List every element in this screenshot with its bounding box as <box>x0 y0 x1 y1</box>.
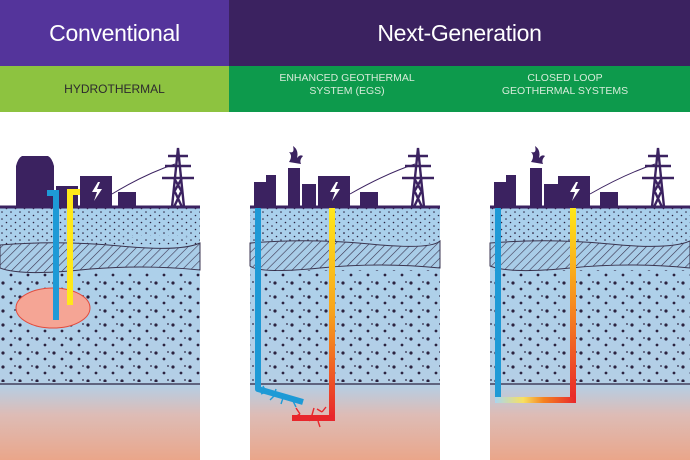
smoke-icon <box>289 146 303 164</box>
factory-icon <box>254 175 276 207</box>
next-generation-title: Next-Generation <box>377 19 542 46</box>
hydrothermal-panel <box>0 147 201 460</box>
transmission-tower-icon <box>402 147 434 208</box>
lightning-icon <box>330 182 340 201</box>
porous-rock <box>250 270 440 382</box>
smoke-icon <box>531 146 545 164</box>
fracture-network <box>260 385 327 428</box>
egs-label-line1: ENHANCED GEOTHERMAL <box>279 72 415 84</box>
injection-well <box>255 208 304 405</box>
closed-loop-pipe <box>495 208 576 403</box>
egs-label-line2: SYSTEM (EGS) <box>309 85 385 97</box>
lightning-icon <box>92 182 102 201</box>
hydrothermal-band: HYDROTHERMAL <box>0 66 229 112</box>
closed-loop-panel <box>489 146 690 460</box>
transformer-icon <box>600 192 618 207</box>
closed-loop-label-line1: CLOSED LOOP <box>527 72 603 84</box>
cooling-tower-icon <box>16 156 54 207</box>
transformer-icon <box>118 192 136 207</box>
chimney-icon <box>530 168 542 207</box>
geothermal-diagram <box>0 146 690 460</box>
chimney-icon <box>288 168 300 207</box>
next-generation-band: ENHANCED GEOTHERMAL SYSTEM (EGS) CLOSED … <box>229 66 690 112</box>
transmission-tower-icon <box>162 147 194 208</box>
porous-rock <box>0 272 200 382</box>
conventional-title: Conventional <box>49 19 180 46</box>
transformer-icon <box>360 192 378 207</box>
conventional-header: Conventional <box>0 0 229 66</box>
topsoil <box>0 208 200 236</box>
next-generation-header: Next-Generation <box>229 0 690 66</box>
egs-panel <box>249 146 441 460</box>
egs-label: ENHANCED GEOTHERMAL SYSTEM (EGS) <box>267 72 427 98</box>
lightning-icon <box>570 182 580 201</box>
closed-loop-label: CLOSED LOOP GEOTHERMAL SYSTEMS <box>485 72 645 98</box>
closed-loop-label-line2: GEOTHERMAL SYSTEMS <box>501 85 629 97</box>
factory-icon <box>494 175 516 207</box>
production-well <box>67 189 80 305</box>
transmission-tower-icon <box>642 147 674 208</box>
hydrothermal-label: HYDROTHERMAL <box>64 81 165 96</box>
porous-rock <box>490 270 690 382</box>
injection-well <box>47 190 59 320</box>
